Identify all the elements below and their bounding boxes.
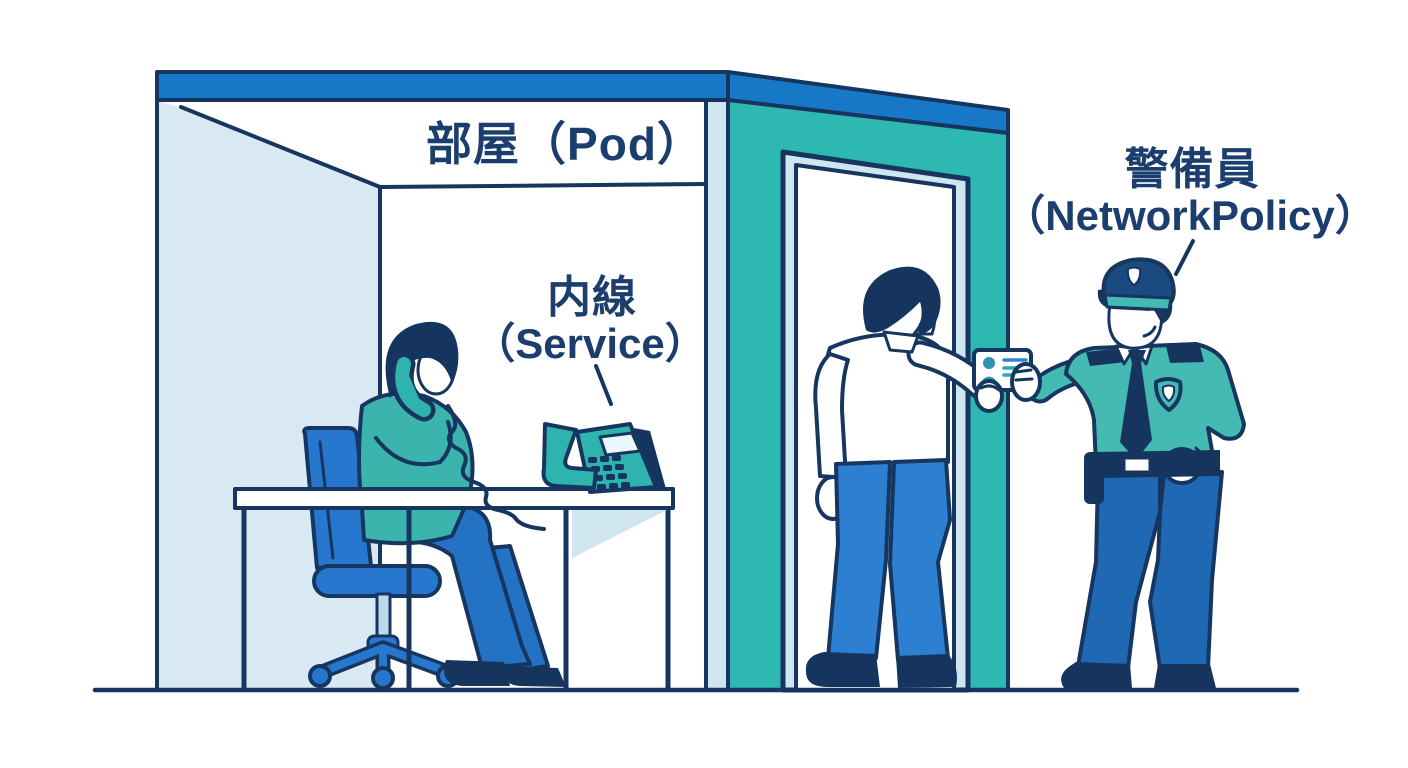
- guard-belt: [1096, 450, 1220, 478]
- id-card-handoff: [972, 348, 1042, 413]
- guard-finger-lines: [1014, 368, 1034, 382]
- chair-post: [375, 592, 392, 642]
- desk: [233, 487, 675, 691]
- ceiling-diagonal-line: [179, 105, 382, 189]
- guard-shoe-left: [1061, 662, 1132, 688]
- guard-epaulet-left: [1086, 348, 1126, 366]
- chair-caster-center: [371, 666, 395, 690]
- guard-torso: [1064, 342, 1246, 468]
- service-label-line1: 内線: [547, 273, 637, 322]
- network-policy-label-line1: 警備員: [1125, 145, 1260, 194]
- visitor: [805, 266, 994, 688]
- visitor-left-arm: [813, 352, 850, 480]
- guard-smile: [1142, 325, 1157, 338]
- guard-cap-band: [1103, 293, 1173, 312]
- phone-screen: [598, 431, 642, 457]
- receptionist-back-shoe: [504, 666, 566, 687]
- desk-top: [233, 487, 675, 510]
- guard-leg-left: [1076, 472, 1162, 670]
- phone-cord: [446, 404, 546, 531]
- chair-seat: [312, 564, 442, 598]
- visitor-leg-left: [826, 460, 892, 660]
- visitor-shoe-right: [896, 654, 957, 688]
- id-card-photo-head: [983, 357, 995, 369]
- handset-in-hand: [395, 357, 431, 417]
- desk-phone: [446, 404, 666, 531]
- visitor-collar: [882, 330, 920, 354]
- guard-tie: [1120, 350, 1152, 460]
- visitor-leg-right: [888, 458, 952, 662]
- guard-cap-emblem: [1126, 266, 1142, 286]
- security-guard: [1026, 257, 1246, 688]
- phone-handset-cradled: [541, 422, 598, 490]
- visitor-shoe-left: [805, 652, 880, 687]
- receptionist-front-shoe: [444, 660, 510, 686]
- receptionist-hair: [385, 321, 459, 398]
- network-policy-label-line2: （NetworkPolicy）: [1003, 192, 1376, 239]
- visitor-hair: [863, 266, 941, 333]
- guard-leg-right: [1148, 470, 1224, 670]
- chair-caster-left: [308, 664, 332, 688]
- back-wall-ceiling-line: [378, 182, 708, 189]
- front-wall-inner-strip: [706, 102, 728, 688]
- roof-band-front: [155, 70, 730, 102]
- service-label-line2: （Service）: [473, 320, 706, 367]
- guard-belt-pouch: [1084, 452, 1104, 504]
- service-leader-line: [594, 364, 613, 406]
- visitor-thumb-line: [979, 384, 1001, 392]
- left-wall: [157, 101, 380, 688]
- network-policy-leader-line: [1174, 239, 1195, 276]
- guard-badge-inner: [1161, 384, 1176, 402]
- guard-shoe-right: [1154, 664, 1216, 688]
- phone-keypad: [588, 455, 630, 490]
- guard-belt-buckle: [1122, 456, 1152, 474]
- desk-shade-triangle: [572, 510, 667, 558]
- pod-label: 部屋（Pod）: [426, 118, 704, 170]
- guard-epaulet-right: [1166, 346, 1204, 363]
